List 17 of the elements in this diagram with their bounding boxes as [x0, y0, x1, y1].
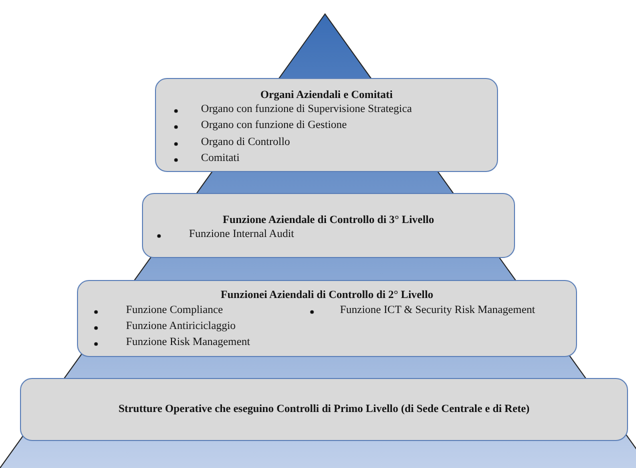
level-heading: Funzionei Aziendali di Controllo di 2° Livello	[220, 289, 434, 301]
list-item: Funzione Antiriciclaggio	[126, 320, 236, 332]
level-heading: Funzione Aziendale di Controllo di 3° Livello	[222, 214, 436, 226]
list-item: Funzione Risk Management	[126, 336, 250, 348]
list-item: Funzione Compliance	[126, 304, 223, 316]
list-item: Comitati	[201, 152, 240, 164]
level-box	[155, 78, 498, 172]
list-item: Funzione Internal Audit	[189, 228, 294, 240]
level-heading: Organi Aziendali e Comitati	[259, 89, 394, 101]
level-box	[142, 193, 515, 258]
list-item: Organo di Controllo	[201, 136, 290, 148]
list-item: Funzione ICT & Security Risk Management	[340, 304, 536, 316]
level-box	[20, 378, 628, 441]
level-box	[77, 280, 577, 357]
list-item: Organo con funzione di Gestione	[201, 119, 347, 131]
level-heading: Strutture Operative che eseguino Controlli di Primo Livello (di Sede Centrale e di Rete)	[117, 403, 531, 415]
list-item: Organo con funzione di Supervisione Strategica	[201, 103, 412, 115]
